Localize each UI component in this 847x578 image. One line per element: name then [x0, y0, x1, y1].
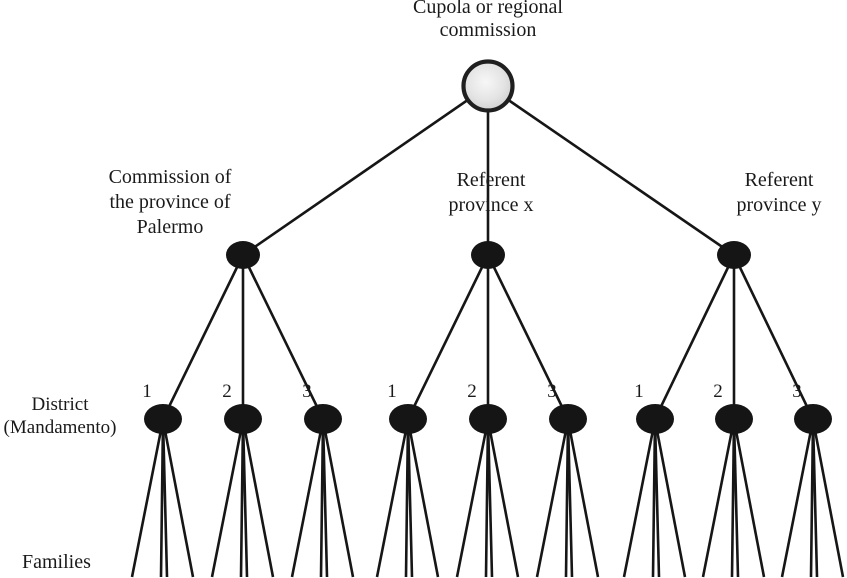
province-node-y [717, 241, 751, 269]
diagram-title: Cupola or regional commission [368, 0, 608, 42]
label-line: Referent [456, 169, 526, 191]
family-lines-g1-d1 [130, 419, 195, 578]
cupola-edges [242, 84, 735, 257]
district-number: 3 [792, 381, 802, 402]
family-line [486, 419, 520, 578]
edge-provx-d3 [486, 254, 570, 420]
edge-cupola-palermo [242, 84, 489, 257]
family-lines-g2-d3 [535, 419, 600, 578]
family-lines-g3-d3 [780, 419, 845, 578]
diagram-title-line: commission [439, 19, 537, 41]
label-line: Referent [744, 169, 814, 191]
family-line [130, 419, 165, 578]
family-line [455, 419, 490, 578]
district-node-g1-3 [304, 404, 342, 434]
label-line: province y [736, 194, 822, 216]
district-node-g3-1 [636, 404, 674, 434]
label-line: Palermo [136, 216, 204, 238]
family-lines-g1-d2 [210, 419, 275, 578]
family-line [241, 419, 275, 578]
edge-provy-d3 [732, 254, 815, 420]
family-line [161, 419, 169, 578]
edge-palermo-d1 [161, 254, 245, 420]
family-line [535, 419, 570, 578]
edge-cupola-province-y [487, 84, 735, 257]
district-node-g3-3 [794, 404, 832, 434]
family-line [811, 419, 845, 578]
district-number: 3 [547, 381, 557, 402]
family-line [566, 419, 574, 578]
label-commission-palermo: Commission of the province of Palermo [60, 165, 280, 240]
family-lines-g1-d3 [290, 419, 355, 578]
label-referent-province-y: Referent province y [669, 168, 847, 218]
district-node-g1-2 [224, 404, 262, 434]
district-number: 2 [467, 381, 477, 402]
edge-provy-d1 [653, 254, 736, 420]
label-line: District [31, 394, 89, 415]
family-lines-g2-d1 [375, 419, 440, 578]
district-number: 1 [634, 381, 644, 402]
district-node-g2-1 [389, 404, 427, 434]
district-node-g3-2 [715, 404, 753, 434]
cupola-node [461, 59, 515, 113]
family-line [321, 419, 355, 578]
family-line [375, 419, 410, 578]
family-line [732, 419, 766, 578]
family-line [622, 419, 657, 578]
province-edges-y [653, 254, 815, 420]
family-line [241, 419, 249, 578]
label-families: Families [22, 551, 91, 573]
district-number: 1 [387, 381, 397, 402]
family-line [732, 419, 740, 578]
district-number: 2 [222, 381, 232, 402]
family-line [406, 419, 414, 578]
diagram-title-line: Cupola or regional [413, 0, 563, 18]
label-line: the province of [109, 191, 231, 213]
province-node-x [471, 241, 505, 269]
label-district-mandamento: District (Mandamento) [0, 393, 130, 439]
province-edges-palermo [161, 254, 325, 420]
family-line [780, 419, 815, 578]
family-line [486, 419, 494, 578]
label-referent-province-x: Referent province x [381, 168, 601, 218]
family-line [406, 419, 440, 578]
district-number: 1 [142, 381, 152, 402]
district-node-g2-2 [469, 404, 507, 434]
label-line: province x [448, 194, 534, 216]
label-line: Commission of [108, 166, 232, 188]
district-number: 2 [713, 381, 723, 402]
family-line [701, 419, 736, 578]
family-line [290, 419, 325, 578]
family-line [653, 419, 687, 578]
district-node-g1-1 [144, 404, 182, 434]
family-lines-g2-d2 [455, 419, 520, 578]
family-line [566, 419, 600, 578]
family-line [210, 419, 245, 578]
district-number: 3 [302, 381, 312, 402]
family-line [321, 419, 329, 578]
edge-provx-d1 [406, 254, 490, 420]
province-edges-x [406, 254, 570, 420]
province-node-palermo [226, 241, 260, 269]
district-node-g2-3 [549, 404, 587, 434]
family-line [161, 419, 195, 578]
family-lines-g3-d2 [701, 419, 766, 578]
family-lines-g3-d1 [622, 419, 687, 578]
family-line [653, 419, 661, 578]
edge-palermo-d3 [241, 254, 325, 420]
family-line [811, 419, 819, 578]
label-line: (Mandamento) [3, 417, 117, 438]
